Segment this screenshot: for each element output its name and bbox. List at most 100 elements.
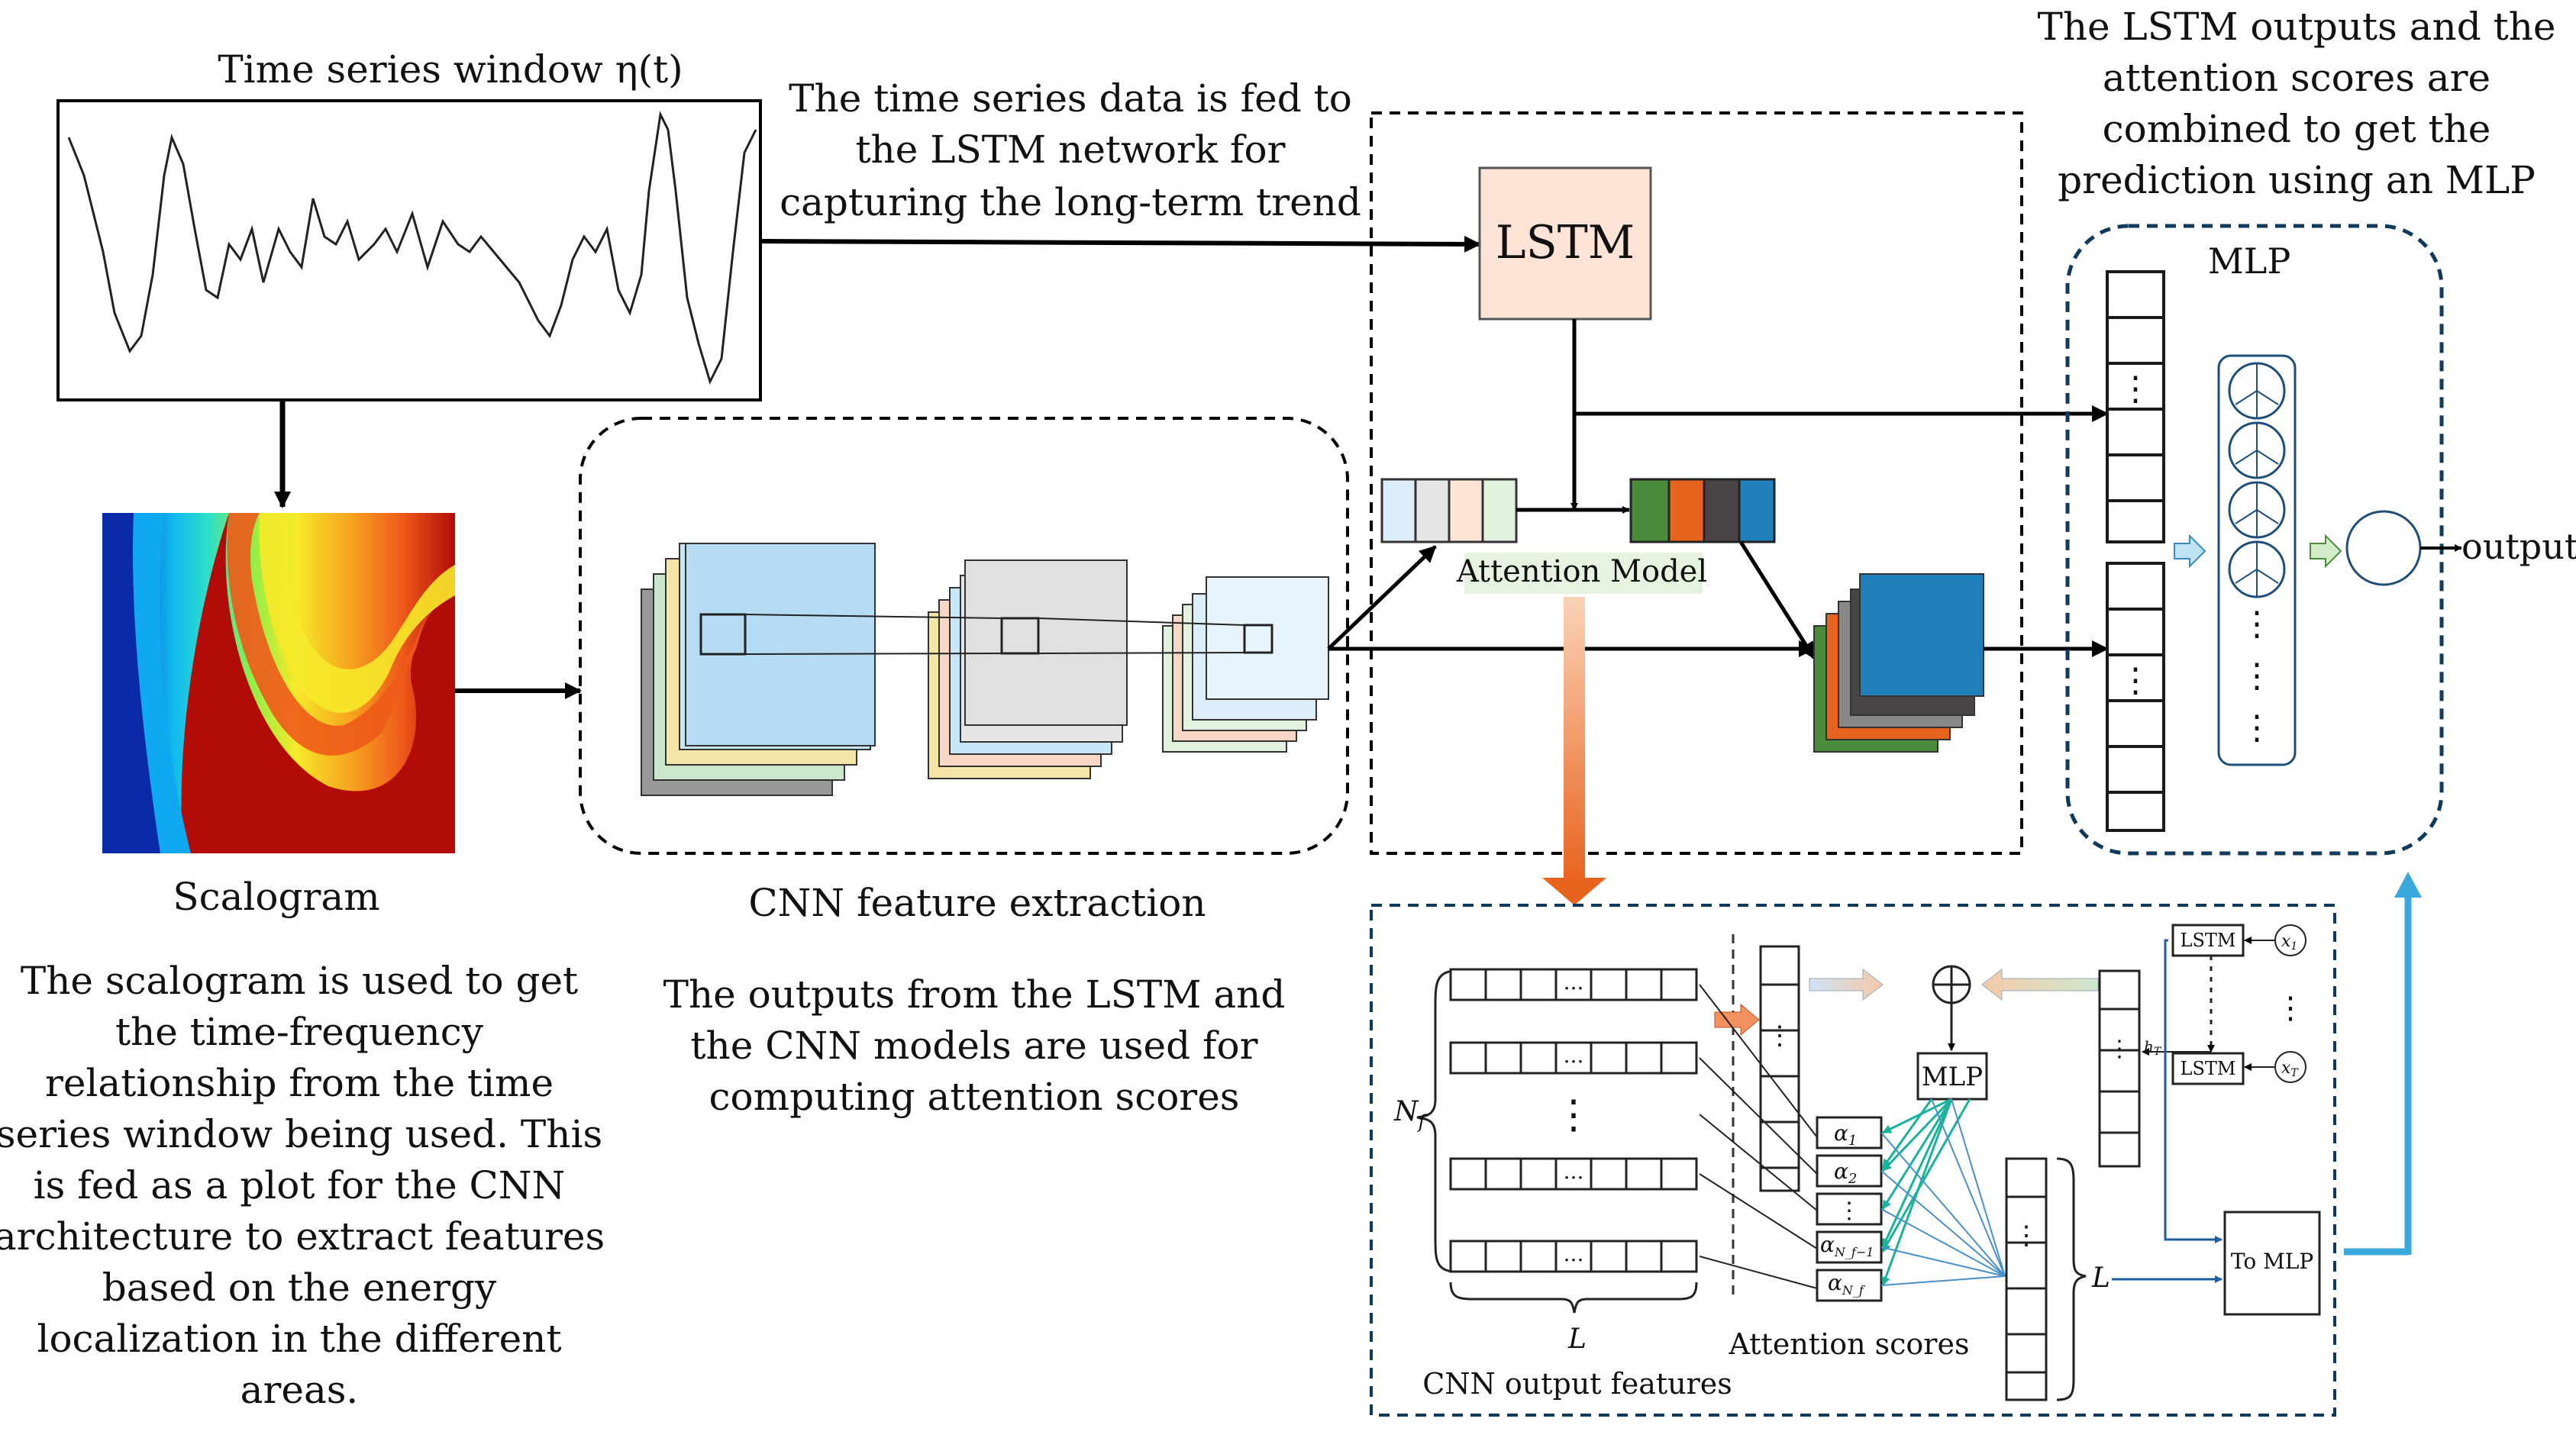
cnn-outputs-note: The outputs from the LSTM and the CNN mo… [663, 972, 1286, 1119]
combined-note: The LSTM outputs and the attention score… [2038, 5, 2556, 202]
combined-note-line: prediction using an MLP [2058, 158, 2536, 202]
lstm-hidden-dots: ⋮ [2108, 1036, 2131, 1062]
scalogram-note: The scalogram is used to get the time-fr… [0, 959, 605, 1412]
cnn-output-feature-rows [1449, 968, 1698, 1273]
cnn-outputs-note-line: The outputs from the LSTM and [663, 972, 1286, 1017]
lstm-small-label: LSTM [2181, 930, 2236, 951]
lstm-fed-note: The time series data is fed to the LSTM … [780, 76, 1361, 224]
alpha-to-column-lines [1880, 1098, 2006, 1286]
mlp-neuron-lines [2235, 363, 2279, 597]
blue-return-arrow [2344, 872, 2422, 1256]
alpha-labels: α1 α2 ⋮ αN_f−1 αN_f [1820, 1120, 1874, 1298]
scalogram-note-line: is fed as a plot for the CNN [34, 1163, 566, 1207]
cnn-output-features-label: CNN output features [1422, 1367, 1732, 1401]
cnn-feature-extraction-label: CNN feature extraction [748, 881, 1206, 925]
mlp-output-node [2345, 510, 2422, 586]
l-label: L [1567, 1324, 1587, 1355]
attention-model-label: Attention Model [1456, 554, 1707, 589]
to-mlp-label: To MLP [2231, 1249, 2313, 1274]
combined-note-line: combined to get the [2103, 107, 2491, 151]
nf-label: Nf [1393, 1096, 1428, 1133]
cnn-outputs-note-line: the CNN models are used for [690, 1024, 1257, 1068]
mlp-output-arrow [2310, 534, 2342, 569]
cnn-receptive-field-lines [744, 614, 1245, 655]
feature-rows-vdots: ⋮ [1554, 1092, 1593, 1138]
gradient-arrow-right [1981, 968, 2099, 1001]
l-right-brace [2056, 1157, 2087, 1401]
scalogram-note-line: architecture to extract features [0, 1214, 605, 1259]
mlp-hidden-dots-1: ⋮ [2240, 605, 2274, 643]
alpha-label: αN_f [1828, 1270, 1866, 1298]
cnn-feature-map-stack-2 [928, 559, 1128, 779]
time-series-title: Time series window η(t) [218, 47, 683, 92]
context-vector-dots: ⋮ [2013, 1220, 2039, 1251]
alpha-label-dots: ⋮ [1838, 1198, 1861, 1224]
lstm-to-to-mlp-path [2164, 939, 2223, 1243]
cnn-outputs-note-line: computing attention scores [709, 1075, 1240, 1119]
ellipsis: ... [1564, 1043, 1584, 1068]
ellipsis: ... [1564, 1159, 1584, 1184]
combined-note-line: attention scores are [2103, 56, 2490, 100]
feature-to-alpha-lines [1699, 984, 1818, 1289]
nf-brace [1416, 969, 1457, 1273]
time-series-signal-line [67, 111, 757, 385]
cnn-feature-map-stack-3 [1162, 576, 1329, 753]
attention-detail-box [1370, 904, 2336, 1417]
mlp-input-column-bottom-dots: ⋮ [2119, 661, 2152, 700]
lstm-hidden-column [2098, 969, 2141, 1168]
ellipsis: ... [1564, 1241, 1584, 1266]
x-inputs-dots: ⋮ [2275, 991, 2306, 1026]
arrow-cnn-to-attention [1327, 545, 1437, 650]
alpha-label: αN_f−1 [1820, 1232, 1874, 1259]
detail-mlp-label: MLP [1922, 1062, 1983, 1092]
scalogram-note-line: based on the energy [102, 1266, 497, 1310]
lstm-fed-note-line: the LSTM network for [855, 127, 1285, 172]
alpha-label: α1 [1834, 1120, 1857, 1149]
feature-row [1449, 1240, 1698, 1273]
attention-output-vector [1629, 478, 1776, 543]
l-brace [1449, 1282, 1698, 1314]
x1-label: x1 [2281, 932, 2297, 953]
attention-model-label-bg [1464, 553, 1703, 594]
attention-vector-column [1759, 945, 1800, 1192]
alpha-label: α2 [1834, 1159, 1857, 1187]
scalogram-image [102, 513, 455, 853]
scalogram-label: Scalogram [173, 875, 379, 919]
context-vector-column [2005, 1157, 2048, 1401]
weighted-feature-maps [1813, 573, 1984, 753]
mlp-hidden-dots-3: ⋮ [2240, 708, 2274, 747]
lstm-block-label: LSTM [1496, 216, 1635, 269]
mlp-hidden-dots-2: ⋮ [2240, 656, 2274, 695]
mlp-to-alpha-lines [1881, 1098, 1971, 1286]
lstm-small-box-2 [2171, 1052, 2245, 1085]
ellipsis: ... [1564, 969, 1584, 995]
mlp-hidden-input-arrow [2174, 534, 2206, 569]
arrow-plot-to-lstm [761, 235, 1481, 253]
scalogram-note-line: relationship from the time [45, 1061, 554, 1105]
small-orange-arrow [1714, 1003, 1760, 1037]
scalogram-note-line: The scalogram is used to get [21, 959, 578, 1003]
cnn-feature-map-stack-1 [641, 543, 876, 796]
arrow-attention-to-weighted-features [1738, 540, 1816, 659]
mlp-input-column-bottom [2106, 562, 2165, 832]
mlp-input-column-top-dots: ⋮ [2119, 369, 2152, 408]
feature-row [1449, 1041, 1698, 1075]
cnn-feature-extraction-box [579, 417, 1349, 855]
scalogram-note-line: localization in the different [37, 1317, 561, 1361]
lstm-small-label: LSTM [2181, 1058, 2236, 1079]
ht-label: hT [2144, 1037, 2162, 1058]
mlp-input-column-top [2106, 270, 2165, 543]
orange-arrow-head [1542, 878, 1606, 905]
alpha-score-boxes [1816, 1116, 1883, 1302]
detail-mlp-box [1916, 1052, 1988, 1101]
orange-arrow-shaft [1564, 597, 1585, 879]
combined-note-line: The LSTM outputs and the [2038, 5, 2556, 49]
gradient-arrow-left [1809, 968, 1884, 1001]
lstm-small-box-1 [2171, 924, 2245, 957]
output-label: output [2461, 526, 2576, 567]
lstm-block [1478, 166, 1652, 321]
l-right-label: L [2091, 1262, 2110, 1294]
attention-input-vector [1380, 478, 1518, 543]
to-mlp-box [2223, 1211, 2321, 1316]
xt-label: xT [2281, 1059, 2299, 1079]
